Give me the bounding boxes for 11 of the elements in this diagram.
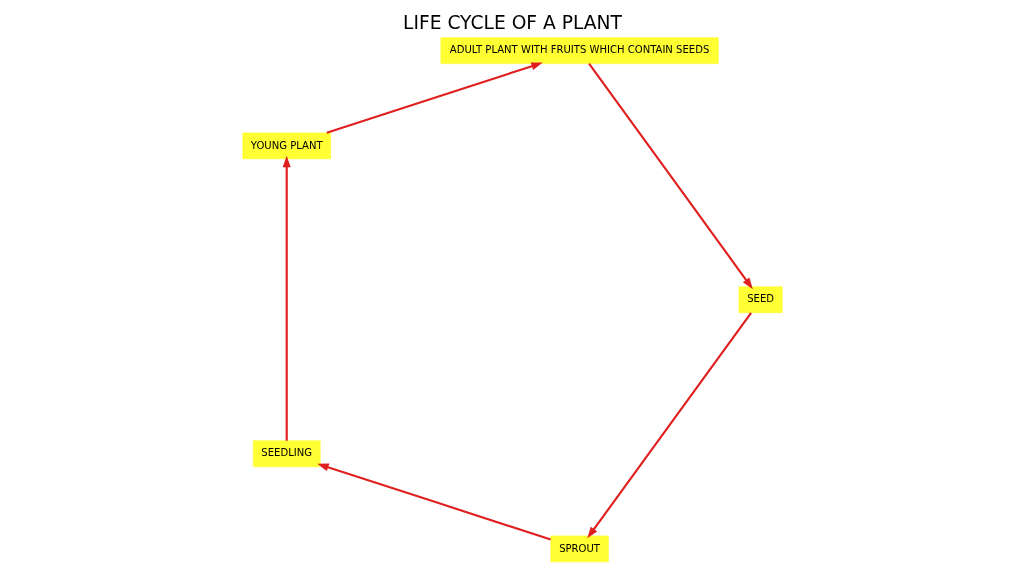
node-box: ADULT PLANT WITH FRUITS WHICH CONTAIN SEEDS [440,37,719,64]
node-box: SPROUT [549,535,609,563]
arrow [316,463,551,541]
node-box: YOUNG PLANT [242,132,331,160]
arrow [326,62,543,134]
node-box: SEED [738,286,782,314]
arrow [586,312,752,539]
arrow [587,63,753,290]
diagram-title: LIFE CYCLE OF A PLANT [402,11,622,33]
node-box: SEEDLING [252,440,320,468]
arrow [282,155,291,441]
